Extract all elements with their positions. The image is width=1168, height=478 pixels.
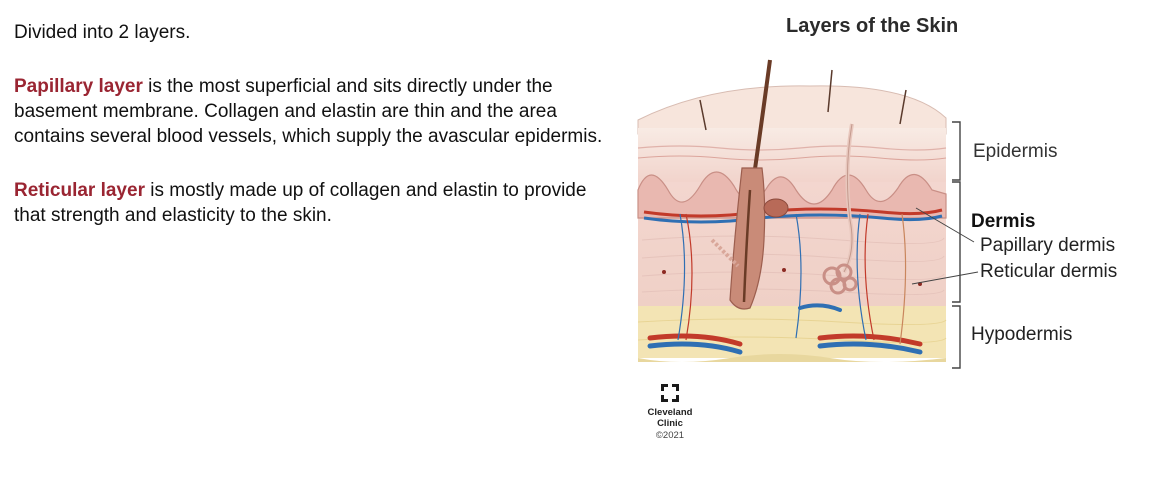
label-papillary-dermis: Papillary dermis (980, 235, 1116, 256)
logo-name-line2: Clinic (657, 418, 683, 429)
sebaceous-gland (763, 198, 789, 218)
skin-layers-illustration (637, 59, 979, 369)
reticular-description: is mostly made up of collagen and elasti… (14, 180, 587, 226)
papillary-description: is the most superficial and sits directl… (14, 76, 603, 147)
dermal-papillae (637, 171, 947, 219)
cleveland-clinic-cross-icon (661, 384, 679, 402)
papillary-term: Papillary layer (14, 76, 143, 97)
reticular-term: Reticular layer (14, 180, 145, 201)
papillary-artery (643, 207, 943, 218)
deep-vein (647, 341, 743, 355)
label-hypodermis: Hypodermis (971, 324, 1073, 345)
deep-artery (647, 333, 743, 347)
papillary-leader (915, 207, 975, 243)
papillary-paragraph: Papillary layer is the most superficial … (14, 74, 604, 149)
logo-name-line1: Cleveland (647, 407, 693, 418)
label-reticular-dermis: Reticular dermis (980, 261, 1118, 282)
layer-brackets (952, 121, 961, 369)
diagram-title: Layers of the Skin (786, 15, 959, 37)
label-epidermis: Epidermis (973, 141, 1058, 162)
sweat-gland (822, 263, 858, 295)
text-panel: Divided into 2 layers. Papillary layer i… (14, 20, 604, 228)
logo-copyright: ©2021 (655, 430, 685, 441)
skin-surface (637, 85, 947, 135)
papillary-vein (643, 213, 943, 224)
cleveland-clinic-logo: Cleveland Clinic ©2021 (638, 384, 702, 442)
epidermis-block (638, 128, 946, 186)
intro-text: Divided into 2 layers. (14, 22, 191, 43)
label-dermis: Dermis (971, 211, 1036, 232)
reticular-paragraph: Reticular layer is mostly made up of col… (14, 178, 604, 228)
reticular-leader (911, 271, 979, 285)
